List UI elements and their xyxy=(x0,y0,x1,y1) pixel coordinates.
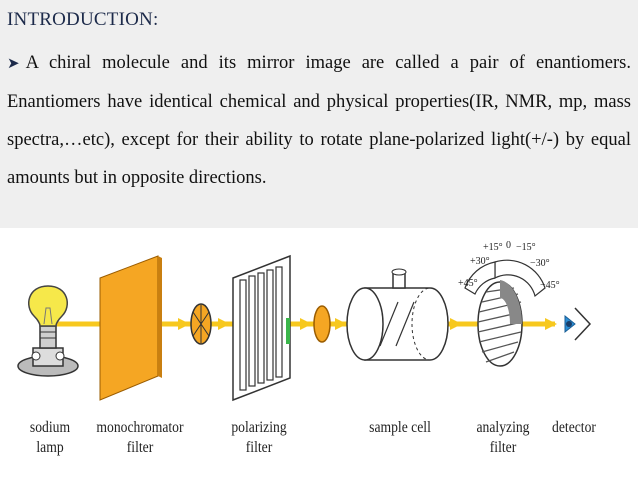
intro-paragraph: ➤A chiral molecule and its mirror image … xyxy=(7,44,631,197)
monochromator-filter xyxy=(99,255,162,401)
label-sodium-lamp: sodium lamp xyxy=(29,419,71,456)
polarizing-disk xyxy=(190,303,212,345)
scale-p15: +15° xyxy=(483,242,503,253)
scale-zero: 0 xyxy=(506,240,511,251)
scale-m15: −15° xyxy=(516,242,536,253)
scale-p45: +45° xyxy=(458,278,478,289)
intro-text: A chiral molecule and its mirror image a… xyxy=(7,53,631,188)
label-polarizing: polarizing filter xyxy=(231,419,287,456)
angle-scale: +15° 0 −15° +30° −30° +45° −45° xyxy=(458,240,560,291)
sample-cell xyxy=(346,268,449,361)
label-analyzing: analyzing filter xyxy=(476,419,530,456)
scale-p30: +30° xyxy=(470,256,490,267)
bullet-arrow-icon: ➤ xyxy=(7,56,20,72)
eye-icon xyxy=(564,307,592,341)
analyzing-filter xyxy=(464,259,546,367)
polarimeter-diagram: +15° 0 −15° +30° −30° +45° −45° xyxy=(17,240,592,402)
lens-disk xyxy=(313,305,331,343)
label-detector: detector xyxy=(552,419,596,436)
scale-m45: −45° xyxy=(540,280,560,291)
light-bulb-icon xyxy=(17,285,79,377)
scale-m30: −30° xyxy=(530,258,550,269)
label-monochromator: monochromator filter xyxy=(96,419,184,456)
text-band: INTRODUCTION: ➤A chiral molecule and its… xyxy=(0,0,638,228)
polarizing-filter xyxy=(232,254,291,402)
label-sample-cell: sample cell xyxy=(369,419,431,436)
section-heading: INTRODUCTION: xyxy=(7,9,159,30)
